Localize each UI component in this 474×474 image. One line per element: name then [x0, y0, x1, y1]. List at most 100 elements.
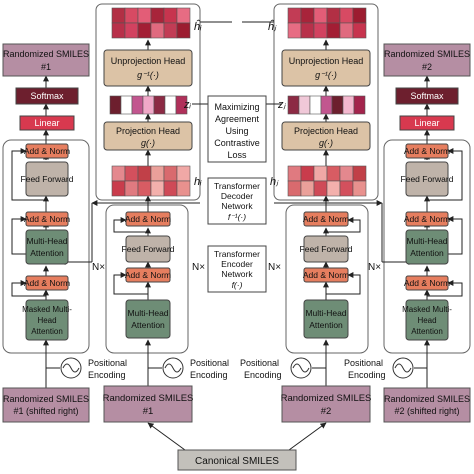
h-i-cell	[111, 180, 126, 197]
z-j-cell	[320, 95, 333, 115]
hhat-j-cell	[352, 22, 367, 39]
encoder-2-ff-box	[303, 235, 349, 263]
encoder-1-mha-line1: Multi-Head	[127, 308, 168, 318]
h-i-cell	[137, 165, 152, 182]
hhat-i-cell	[124, 22, 139, 39]
embedding-hhat-i	[111, 7, 191, 39]
encoder-2-addnorm-1-label: Add & Norm	[303, 270, 349, 280]
decoder-2-addnorm-1-label: Add & Norm	[404, 278, 450, 288]
output-smiles-2-label: Randomized SMILES	[384, 49, 470, 59]
hhat-j-label: ĥⱼ	[268, 20, 277, 33]
h-j-cell	[287, 180, 302, 197]
hhat-j-cell	[287, 7, 302, 24]
encoder-2-mha-box	[303, 299, 349, 339]
h-j-cell	[313, 165, 328, 182]
hhat-i-cell	[124, 7, 139, 24]
h-j-cell	[352, 165, 367, 182]
projection-head-1-label: Projection Head	[116, 126, 180, 136]
h-i-cell	[137, 180, 152, 197]
shifted-smiles-1-label: Randomized SMILES	[3, 394, 89, 404]
z-j-cell	[298, 95, 311, 115]
output-smiles-1-box	[2, 43, 90, 77]
decoder-1-ff-box	[25, 161, 69, 197]
hhat-i-cell	[137, 7, 152, 24]
positional-label-3: Positional	[240, 358, 279, 368]
unprojection-head-2-box	[281, 49, 371, 87]
decoder-1-mha-line1: Multi-Head	[26, 236, 67, 246]
randomized-smiles-1-box	[103, 385, 193, 423]
hhat-i-cell	[176, 7, 191, 24]
h-j-cell	[326, 165, 341, 182]
decoder-1-ff-label: Feed Forward	[21, 174, 74, 184]
encoder-1-ff-box	[125, 235, 171, 263]
decoder-2-softmax-box	[395, 87, 459, 105]
shifted-smiles-2-sub: #2 (shifted right)	[394, 406, 459, 416]
z-i-cell	[175, 95, 188, 115]
hhat-j-cell	[313, 22, 328, 39]
decoder-2-masked-mha-box	[405, 299, 449, 341]
unprojection-head-2-label: Unprojection Head	[289, 56, 364, 66]
decoder-1-addnorm-3	[25, 143, 69, 159]
decoder-1-addnorm-1	[25, 275, 69, 291]
randomized-smiles-2-box	[281, 385, 371, 423]
shifted-smiles-2-label: Randomized SMILES	[384, 394, 470, 404]
decoder-2-addnorm-1	[405, 275, 449, 291]
projection-head-2-fn: g(·)	[319, 138, 333, 148]
hhat-j-cell	[313, 7, 328, 24]
z-i-cell	[142, 95, 155, 115]
decoder-1-addnorm-2	[25, 211, 69, 227]
projection-head-2-label: Projection Head	[294, 126, 358, 136]
randomized-smiles-2-id: #2	[321, 406, 332, 417]
contrastive-line4: Contrastive	[214, 138, 260, 148]
output-smiles-1-label: Randomized SMILES	[3, 49, 89, 59]
h-i-cell	[176, 180, 191, 197]
h-j-cell	[300, 180, 315, 197]
hhat-j-cell	[300, 22, 315, 39]
decoder-2-linear-label: Linear	[414, 118, 439, 128]
canonical-smiles-box	[177, 449, 297, 471]
hhat-i-cell	[163, 22, 178, 39]
encoder-2-nx: N×	[268, 262, 281, 273]
z-j-cell	[331, 95, 344, 115]
encoding-label-4: Encoding	[348, 370, 386, 380]
z-i-cell	[153, 95, 166, 115]
encoder-network-line3: Network	[221, 269, 253, 279]
decoder-network-box	[207, 177, 267, 225]
encoder-1-frame	[105, 204, 189, 354]
hhat-i-cell	[150, 7, 165, 24]
encoder-2-mha-line2: Attention	[309, 320, 343, 330]
decoder-1-addnorm-3-label: Add & Norm	[24, 146, 70, 156]
decoder-2-masked-line1: Masked Multi-	[402, 305, 452, 314]
shifted-smiles-1-box	[2, 387, 90, 423]
z-j-label: zⱼ	[277, 99, 287, 111]
decoder-1-masked-mha-box	[25, 299, 69, 341]
decoder-2-masked-line3: Attention	[411, 327, 443, 336]
hhat-i-cell	[111, 22, 126, 39]
hhat-j-cell	[339, 7, 354, 24]
hhat-j-cell	[326, 22, 341, 39]
z-i-cell	[109, 95, 122, 115]
z-j-cell	[342, 95, 355, 115]
decoder-2-linear-box	[399, 115, 455, 131]
decoder-2-ff-label: Feed Forward	[401, 174, 454, 184]
encoder-1-mha-line2: Attention	[131, 320, 165, 330]
hhat-i-cell	[163, 7, 178, 24]
decoder-2-mha-line2: Attention	[410, 248, 444, 258]
projection-head-1-fn: g(·)	[141, 138, 155, 148]
canonical-smiles-label: Canonical SMILES	[195, 456, 279, 467]
decoder-2-addnorm-2	[405, 211, 449, 227]
positional-encoding-4: Positional Encoding	[344, 357, 414, 380]
z-i-cell	[131, 95, 144, 115]
z-i-cell	[120, 95, 133, 115]
hhat-j-cell	[339, 22, 354, 39]
output-smiles-2-id: #2	[422, 62, 432, 72]
h-i-cell	[124, 180, 139, 197]
h-j-cell	[313, 180, 328, 197]
decoder-network-line1: Transformer	[214, 181, 260, 191]
encoder-network-line2: Encoder	[221, 259, 253, 269]
h-i-cell	[176, 165, 191, 182]
projection-head-2-box	[281, 121, 371, 151]
embedding-hhat-j	[287, 7, 367, 39]
h-i-label: hᵢ	[194, 176, 202, 188]
decoder-network-line2: Decoder	[221, 191, 253, 201]
